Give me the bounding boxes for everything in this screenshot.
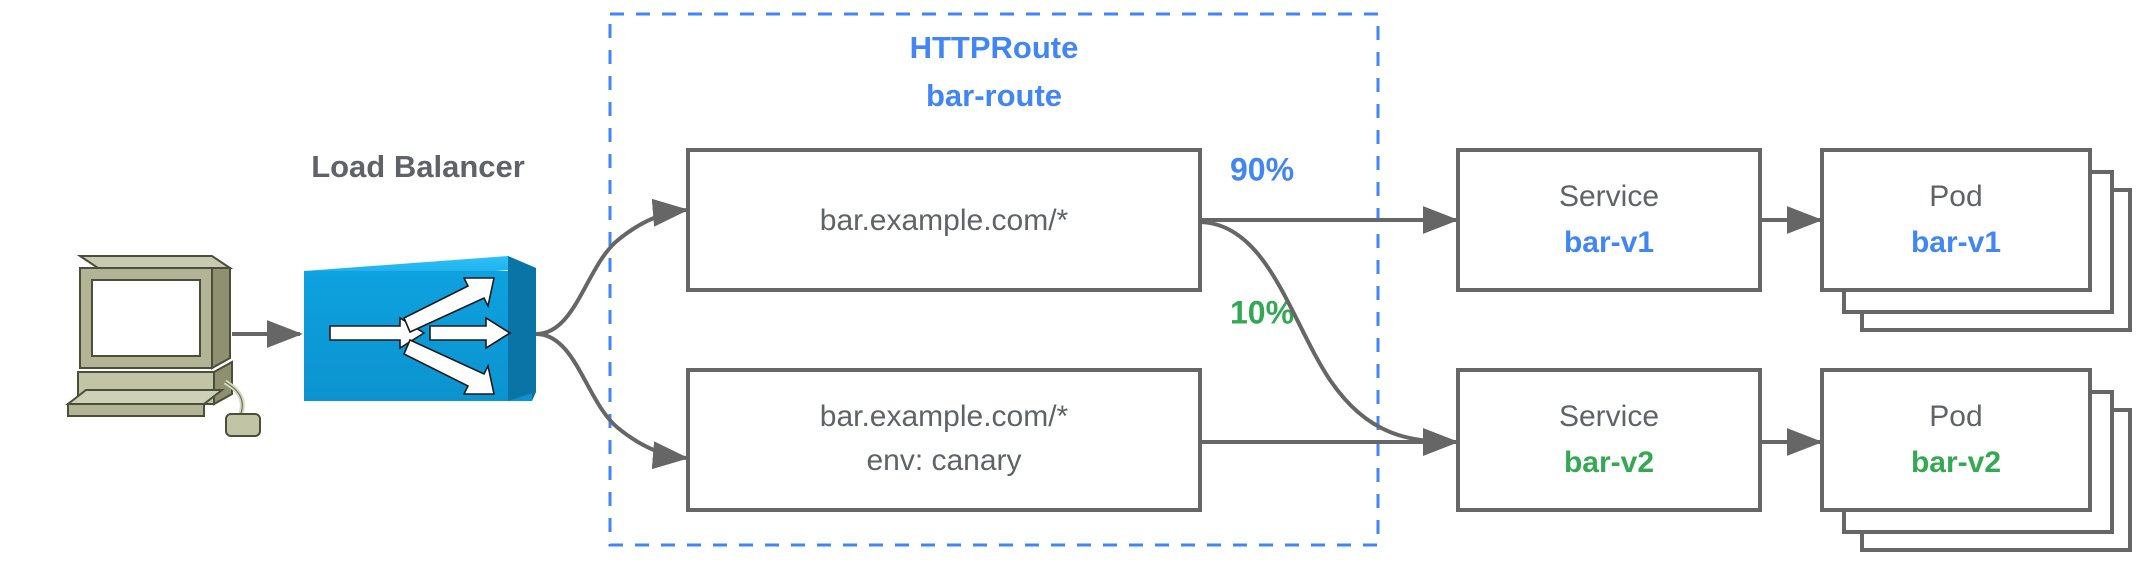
service-v2-name-label: bar-v2 bbox=[1564, 446, 1654, 479]
arrow-lb-to-route-primary bbox=[535, 198, 689, 336]
weight-label-90: 90% bbox=[1230, 151, 1294, 187]
route-primary-match-line1: bar.example.com/* bbox=[820, 204, 1069, 237]
pod-stack-bar-v2[interactable]: Pod bar-v2 bbox=[1820, 368, 2132, 552]
load-balancer-switch-icon bbox=[304, 256, 536, 401]
service-v1-name-label: bar-v1 bbox=[1564, 226, 1654, 259]
service-v1-kind-label: Service bbox=[1559, 180, 1659, 213]
pod-stack-bar-v1[interactable]: Pod bar-v1 bbox=[1820, 148, 2132, 332]
service-v2-kind-label: Service bbox=[1559, 400, 1659, 433]
route-canary-match-line2: env: canary bbox=[866, 444, 1021, 477]
service-box-bar-v2[interactable]: Service bar-v2 bbox=[1456, 368, 1762, 512]
httproute-name-label: bar-route bbox=[926, 78, 1062, 113]
pod-v1-name-label: bar-v1 bbox=[1911, 226, 2001, 259]
pod-replica-front-v1 bbox=[1820, 148, 2092, 292]
weight-label-10: 10% bbox=[1230, 294, 1294, 330]
arrow-lb-to-route-canary bbox=[535, 332, 689, 470]
pod-replica-front-v2 bbox=[1820, 368, 2092, 512]
desktop-computer-icon bbox=[65, 255, 261, 437]
load-balancer-title: Load Balancer bbox=[311, 149, 525, 184]
pod-v1-kind-label: Pod bbox=[1929, 180, 1982, 213]
arrow-route-primary-to-service-v2 bbox=[1199, 220, 1459, 456]
route-box-primary[interactable]: bar.example.com/* bbox=[686, 148, 1202, 292]
route-box-canary[interactable]: bar.example.com/* env: canary bbox=[686, 368, 1202, 512]
service-box-bar-v1[interactable]: Service bar-v1 bbox=[1456, 148, 1762, 292]
pod-v2-kind-label: Pod bbox=[1929, 400, 1982, 433]
route-canary-match-line1: bar.example.com/* bbox=[820, 400, 1069, 433]
pod-v2-name-label: bar-v2 bbox=[1911, 446, 2001, 479]
httproute-kind-label: HTTPRoute bbox=[910, 30, 1079, 65]
